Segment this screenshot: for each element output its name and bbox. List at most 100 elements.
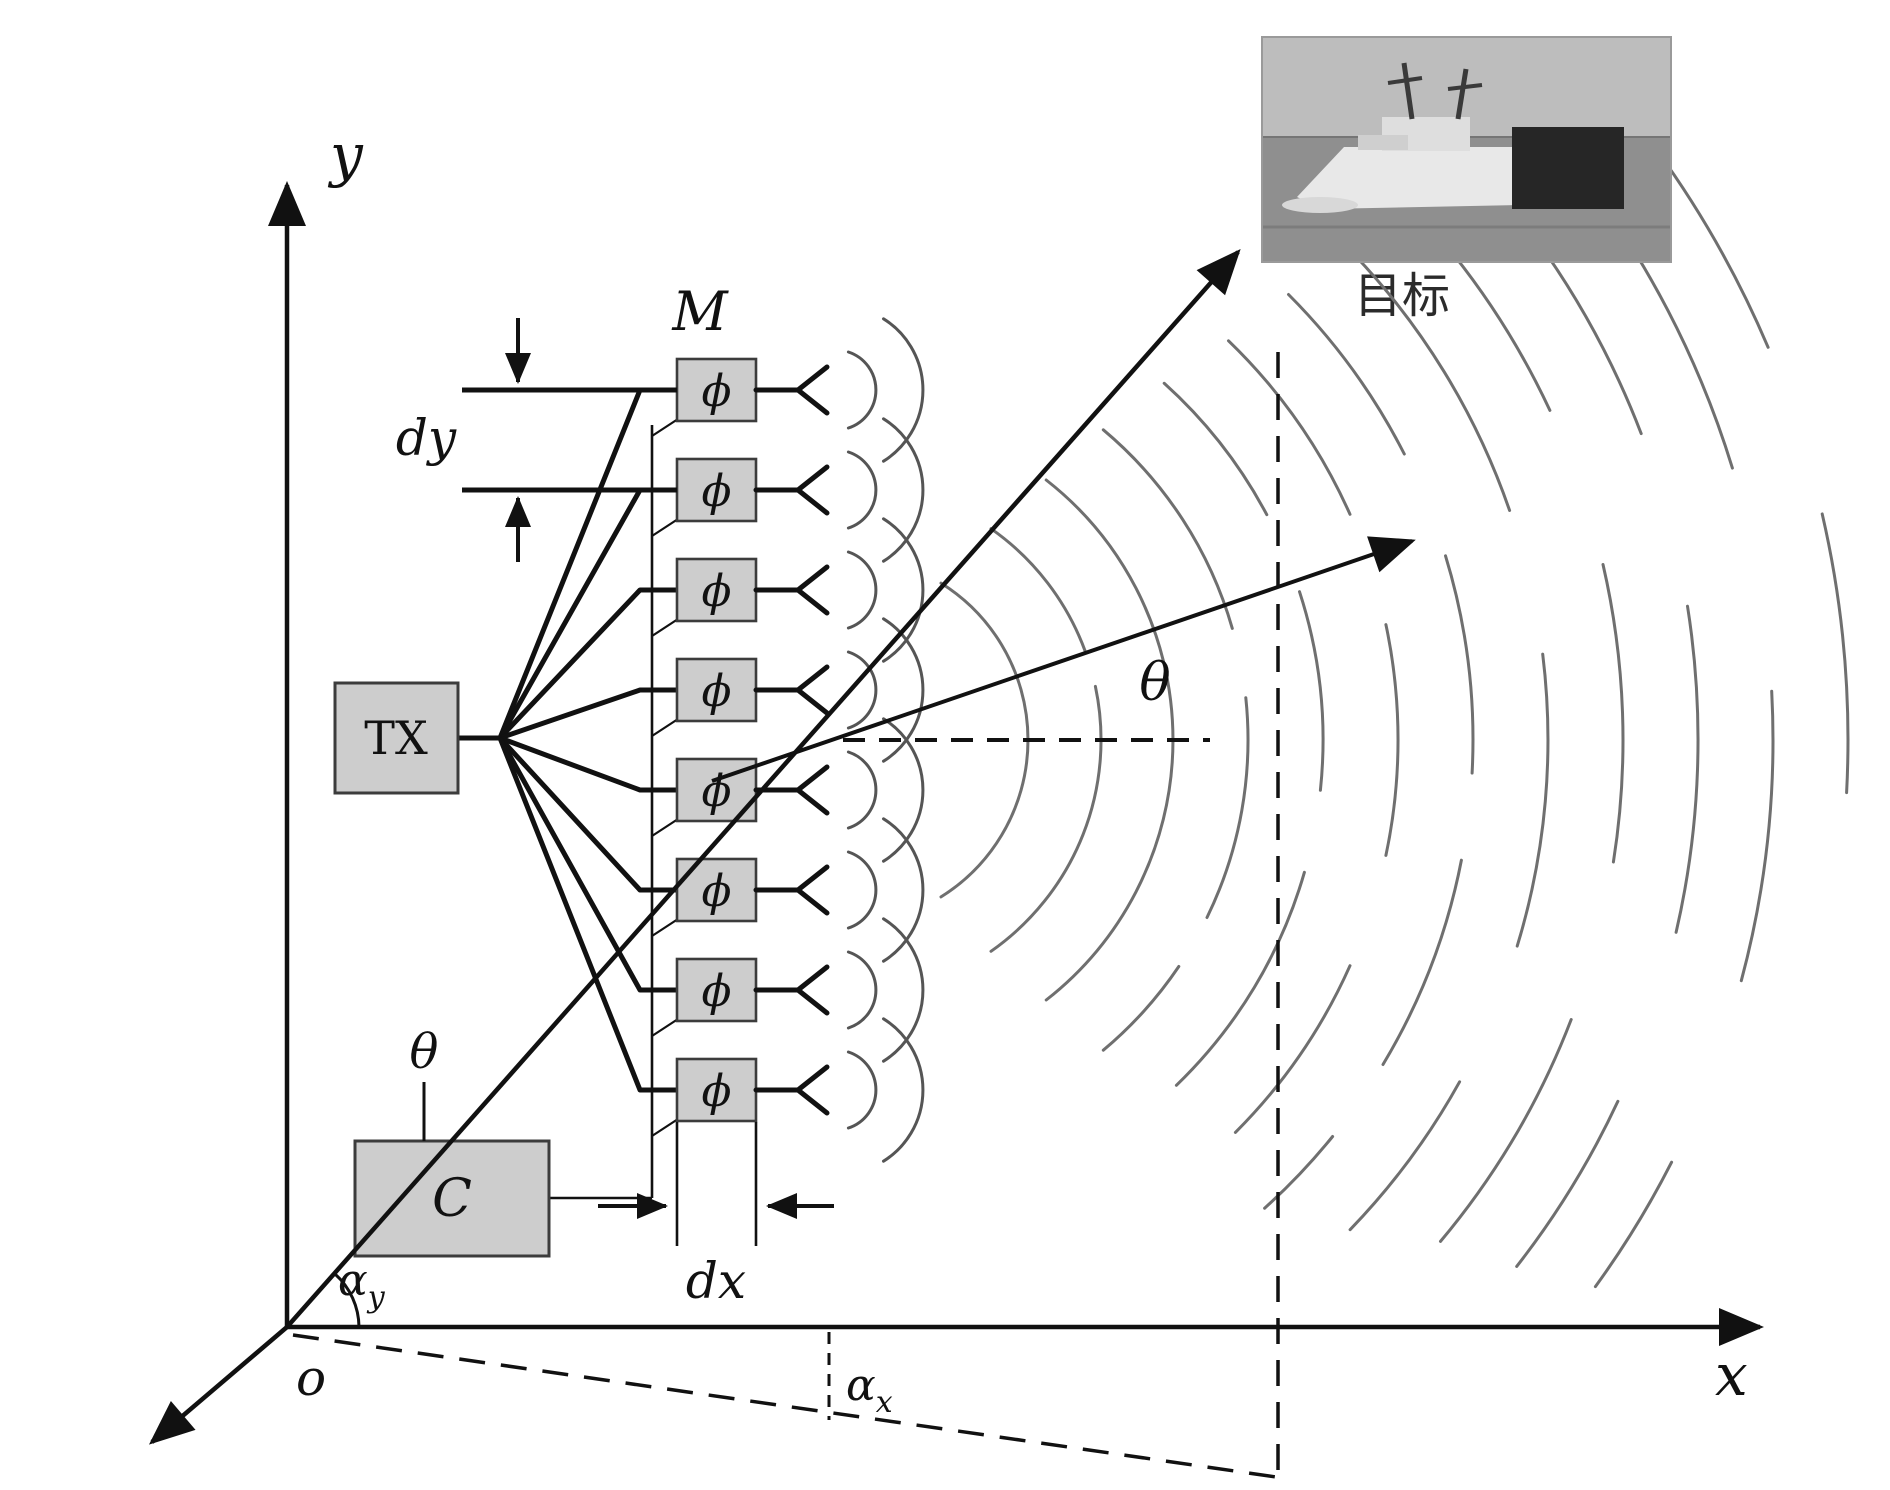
wavefront-arc [1263,1135,1335,1210]
wavefront-arc [846,850,878,930]
wavefront-arc [1287,293,1406,456]
x-axis-label: x [1715,1341,1748,1409]
tx-feed-line [498,736,677,893]
wavefront-arc [1101,965,1181,1052]
tx-feed-line [497,736,677,993]
phase-shifter-symbol: ϕ [702,766,732,817]
target-direction-arrow [285,249,1241,1329]
wavefront-arc [1674,604,1700,934]
wavefront-arc [1820,512,1850,795]
wavefront-arc [846,750,878,830]
element-count-label: M [671,280,729,343]
phase-shifter-symbol: ϕ [702,666,732,717]
ship-radar-bars [1387,76,1483,91]
wavefront-arc [882,817,925,963]
antenna-element-icon [753,764,830,816]
wavefront-arc [846,450,878,530]
alpha-x-sub: x [876,1385,893,1420]
wavefront-arc [1174,870,1306,1087]
wavefront-arc [1515,1099,1620,1268]
phase-shifter-symbol: ϕ [702,566,732,617]
tx-box [333,681,460,795]
wavefront-arc [882,717,925,863]
ship-bow-wake [1282,197,1358,213]
phase-control-stub [651,618,679,637]
wavefront-arc [1515,652,1550,948]
target-label: 目标 [1354,268,1450,324]
ship-masts [1401,62,1469,120]
wavefront-arc [882,1017,925,1163]
phase-control-stub [651,918,679,937]
phase-control-stub [651,518,679,537]
phase-shifter-box [675,957,758,1023]
antenna-element-icon [753,364,830,416]
alpha-x-base: α [846,1360,876,1411]
photo-border [1261,36,1672,263]
z-axis [148,1325,289,1445]
alpha-x-label: αx [846,1360,893,1420]
phase-shifter-box [675,1057,758,1123]
wavefront-arc [1439,1018,1573,1243]
antenna-element-icon [753,564,830,616]
antenna-element-icon [753,664,830,716]
far-field-wavefronts [939,147,1850,1289]
tx-feed-line [499,687,677,741]
ship-hull [1297,147,1520,209]
ship-deckhouse [1358,135,1408,150]
wavefront-arc [846,950,878,1030]
phase-shifter-symbol: ϕ [702,966,732,1017]
feed-network [497,387,679,1137]
phase-control-stub [651,418,679,437]
wavefront-arc [1233,964,1352,1134]
wavefront-arc [1101,428,1234,630]
controller-box-label: C [432,1169,472,1229]
wavefront-arc [1601,563,1625,864]
wavefront-arc [1162,381,1269,517]
wavefront-arc [1444,554,1475,775]
tx-feed-line [497,387,677,739]
phase-control-stub [651,1118,679,1137]
antenna-element-icon [753,1064,830,1116]
controller-theta-label: θ [410,1024,439,1080]
wavefront-arc [1298,590,1325,792]
wavefront-arc [1384,623,1400,857]
wavefront-arc [1739,689,1775,983]
target-photo [1261,36,1672,263]
tx-feed-line [499,735,677,793]
wavefront-arc [882,917,925,1063]
ship-stern-block [1512,127,1624,209]
wavefront-arc [846,350,878,430]
controller-box [353,1139,551,1258]
wavefront-arc [989,684,1103,953]
phase-shifter-symbol: ϕ [702,366,732,417]
wavefront-arc [882,417,925,563]
phase-shifter-symbol: ϕ [702,466,732,517]
origin-label: o [296,1349,326,1407]
wavefront-arc [1227,339,1352,516]
wavefront-arc [1381,858,1463,1066]
wavefront-arc [1348,248,1512,512]
phase-shifter-symbol: ϕ [702,1066,732,1117]
beam-direction-arrow [711,536,1416,783]
tx-feed-line [497,487,677,740]
phase-shifter-box [675,457,758,523]
wavefront-arc [846,650,878,730]
phase-shifter-box [675,657,758,723]
wavefront-arc [846,550,878,630]
alpha-y-label: αy [338,1255,386,1315]
wavefront-arc [1205,696,1250,919]
tx-feed-line [498,587,677,740]
wavefront-arc [989,527,1087,654]
beam-angle-label: θ [1139,653,1170,713]
alpha-y-sub: y [366,1280,386,1315]
dy-label: dy [396,409,457,467]
antenna-element-icon [753,864,830,916]
phase-control-stub [651,818,679,837]
tx-box-label: TX [364,711,428,765]
wavefront-arc [882,317,925,463]
antenna-element-icon [753,464,830,516]
tx-feed-line [497,737,677,1093]
